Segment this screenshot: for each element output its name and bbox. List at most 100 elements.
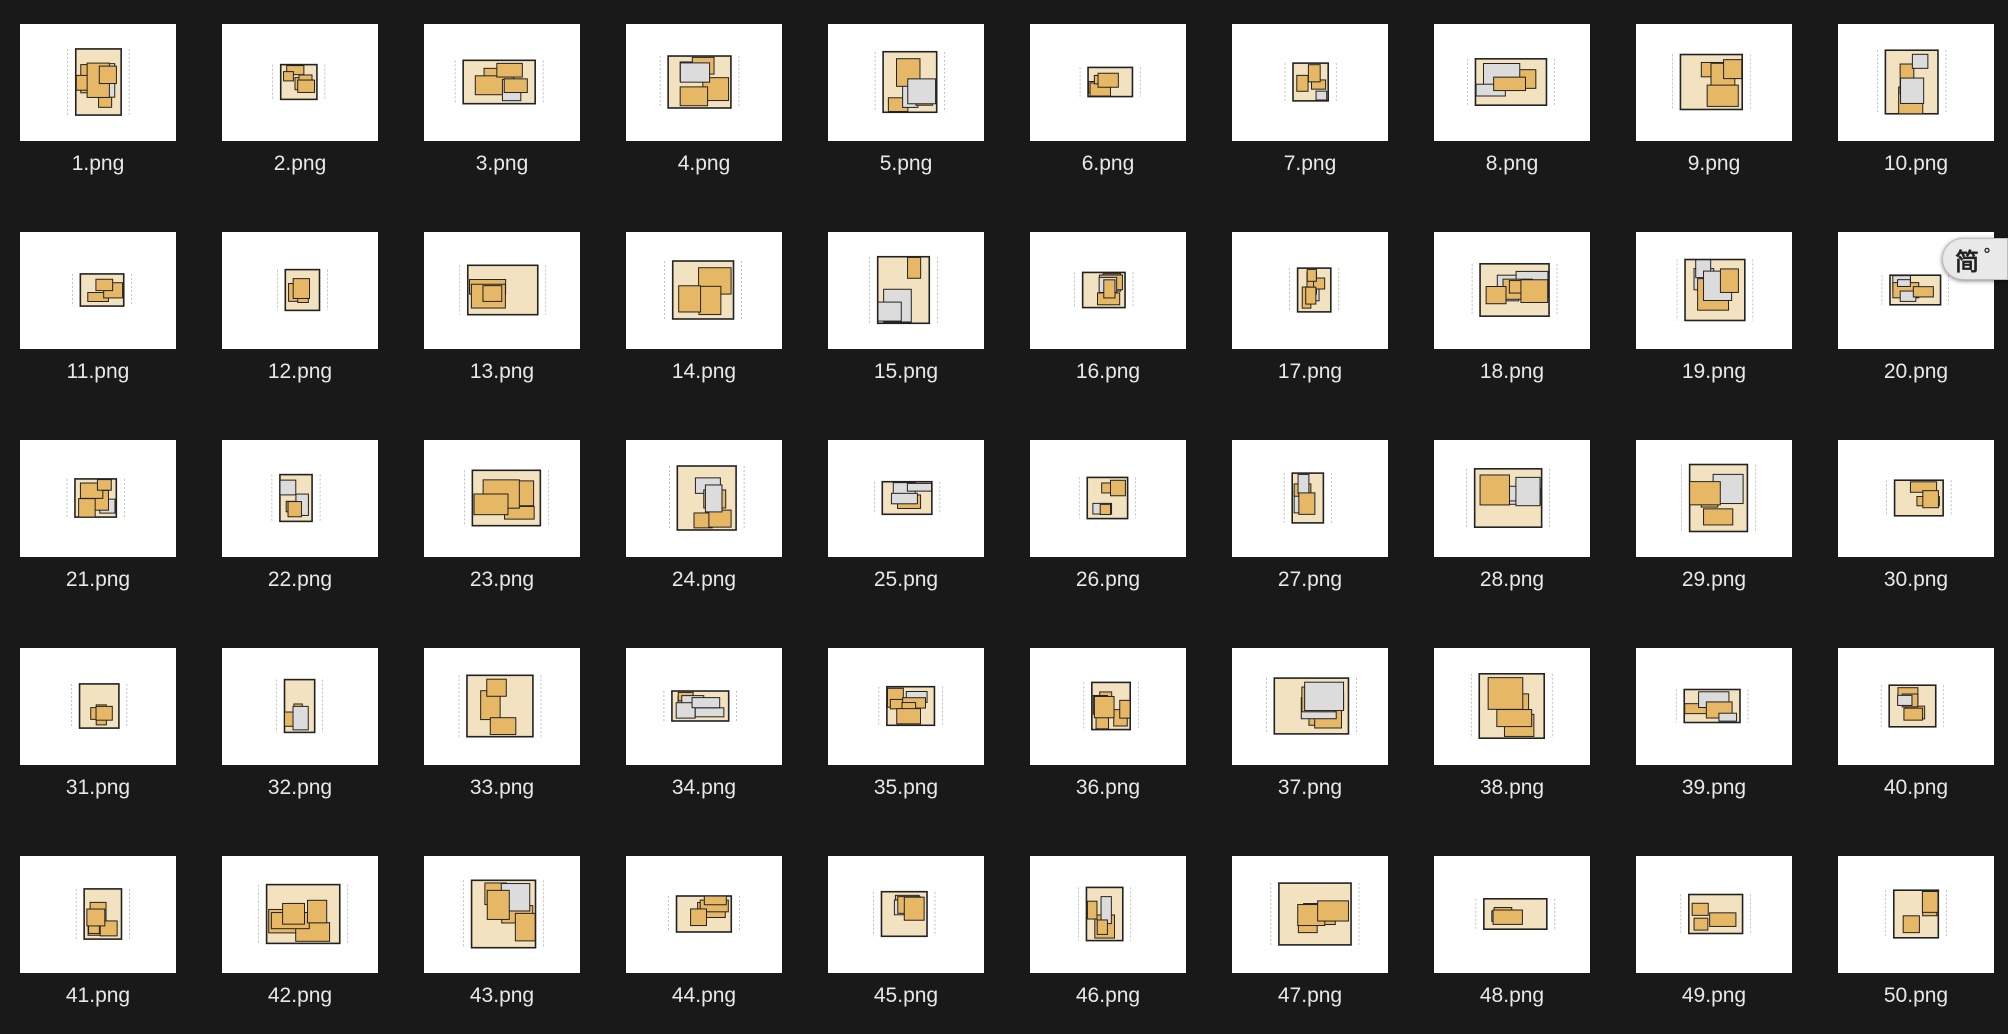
file-item[interactable]: 41.png <box>20 856 176 1014</box>
file-item[interactable]: 4.png <box>626 24 782 182</box>
file-item[interactable]: 27.png <box>1232 440 1388 598</box>
floor-plan-thumbnail-icon[interactable] <box>222 232 378 349</box>
floor-plan-thumbnail-icon[interactable] <box>828 24 984 141</box>
file-item[interactable]: 21.png <box>20 440 176 598</box>
file-item[interactable]: 6.png <box>1030 24 1186 182</box>
floor-plan-thumbnail-icon[interactable] <box>626 232 782 349</box>
file-item[interactable]: 39.png <box>1636 648 1792 806</box>
floor-plan-thumbnail-icon[interactable] <box>828 232 984 349</box>
file-item[interactable]: 47.png <box>1232 856 1388 1014</box>
floor-plan-thumbnail-icon[interactable] <box>1636 440 1792 557</box>
floor-plan-thumbnail-icon[interactable] <box>424 856 580 973</box>
file-item[interactable]: 50.png <box>1838 856 1994 1014</box>
floor-plan-thumbnail-icon[interactable] <box>222 648 378 765</box>
floor-plan-thumbnail-icon[interactable] <box>1434 24 1590 141</box>
file-item[interactable]: 13.png <box>424 232 580 390</box>
file-item[interactable]: 25.png <box>828 440 984 598</box>
file-item[interactable]: 18.png <box>1434 232 1590 390</box>
floor-plan-thumbnail-icon[interactable] <box>828 856 984 973</box>
file-item[interactable]: 11.png <box>20 232 176 390</box>
floor-plan-thumbnail-icon[interactable] <box>1838 440 1994 557</box>
floor-plan-thumbnail-icon[interactable] <box>222 24 378 141</box>
file-item[interactable]: 40.png <box>1838 648 1994 806</box>
file-item[interactable]: 35.png <box>828 648 984 806</box>
file-item[interactable]: 24.png <box>626 440 782 598</box>
file-item[interactable]: 48.png <box>1434 856 1590 1014</box>
file-item[interactable]: 1.png <box>20 24 176 182</box>
file-item[interactable]: 26.png <box>1030 440 1186 598</box>
floor-plan-thumbnail-icon[interactable] <box>1232 24 1388 141</box>
floor-plan-thumbnail-icon[interactable] <box>20 232 176 349</box>
floor-plan-thumbnail-icon[interactable] <box>424 232 580 349</box>
floor-plan-thumbnail-icon[interactable] <box>626 648 782 765</box>
file-item[interactable]: 36.png <box>1030 648 1186 806</box>
file-item[interactable]: 16.png <box>1030 232 1186 390</box>
file-item[interactable]: 45.png <box>828 856 984 1014</box>
file-item[interactable]: 29.png <box>1636 440 1792 598</box>
floor-plan-thumbnail-icon[interactable] <box>1838 648 1994 765</box>
floor-plan-thumbnail-icon[interactable] <box>828 440 984 557</box>
file-item[interactable]: 5.png <box>828 24 984 182</box>
file-item[interactable]: 23.png <box>424 440 580 598</box>
floor-plan-thumbnail-icon[interactable] <box>1434 440 1590 557</box>
file-name-label: 24.png <box>671 568 737 591</box>
floor-plan-thumbnail-icon[interactable] <box>1232 856 1388 973</box>
file-item[interactable]: 14.png <box>626 232 782 390</box>
floor-plan-thumbnail-icon[interactable] <box>20 24 176 141</box>
file-item[interactable]: 10.png <box>1838 24 1994 182</box>
file-item[interactable]: 34.png <box>626 648 782 806</box>
floor-plan-thumbnail-icon[interactable] <box>1030 856 1186 973</box>
floor-plan-thumbnail-icon[interactable] <box>626 856 782 973</box>
floor-plan-thumbnail-icon[interactable] <box>222 440 378 557</box>
floor-plan-thumbnail-icon[interactable] <box>1636 232 1792 349</box>
file-item[interactable]: 42.png <box>222 856 378 1014</box>
file-item[interactable]: 9.png <box>1636 24 1792 182</box>
floor-plan-thumbnail-icon[interactable] <box>1232 648 1388 765</box>
floor-plan-thumbnail-icon[interactable] <box>1838 24 1994 141</box>
file-item[interactable]: 31.png <box>20 648 176 806</box>
floor-plan-thumbnail-icon[interactable] <box>20 648 176 765</box>
file-item[interactable]: 38.png <box>1434 648 1590 806</box>
floor-plan-thumbnail-icon[interactable] <box>1434 856 1590 973</box>
floor-plan-thumbnail-icon[interactable] <box>828 648 984 765</box>
file-item[interactable]: 28.png <box>1434 440 1590 598</box>
floor-plan-thumbnail-icon[interactable] <box>626 24 782 141</box>
floor-plan-thumbnail-icon[interactable] <box>20 440 176 557</box>
file-item[interactable]: 17.png <box>1232 232 1388 390</box>
floor-plan-thumbnail-icon[interactable] <box>1636 856 1792 973</box>
file-item[interactable]: 12.png <box>222 232 378 390</box>
file-item[interactable]: 22.png <box>222 440 378 598</box>
file-item[interactable]: 3.png <box>424 24 580 182</box>
floor-plan-thumbnail-icon[interactable] <box>1636 24 1792 141</box>
file-item[interactable]: 44.png <box>626 856 782 1014</box>
floor-plan-thumbnail-icon[interactable] <box>1636 648 1792 765</box>
file-item[interactable]: 46.png <box>1030 856 1186 1014</box>
file-item[interactable]: 2.png <box>222 24 378 182</box>
file-item[interactable]: 15.png <box>828 232 984 390</box>
floor-plan-thumbnail-icon[interactable] <box>1030 24 1186 141</box>
ime-status-indicator[interactable]: 简 ° <box>1942 238 2008 280</box>
floor-plan-thumbnail-icon[interactable] <box>1838 856 1994 973</box>
file-item[interactable]: 33.png <box>424 648 580 806</box>
file-item[interactable]: 49.png <box>1636 856 1792 1014</box>
floor-plan-thumbnail-icon[interactable] <box>1030 232 1186 349</box>
floor-plan-thumbnail-icon[interactable] <box>20 856 176 973</box>
floor-plan-thumbnail-icon[interactable] <box>1434 232 1590 349</box>
floor-plan-thumbnail-icon[interactable] <box>222 856 378 973</box>
file-item[interactable]: 32.png <box>222 648 378 806</box>
floor-plan-thumbnail-icon[interactable] <box>424 648 580 765</box>
floor-plan-thumbnail-icon[interactable] <box>424 440 580 557</box>
file-item[interactable]: 8.png <box>1434 24 1590 182</box>
floor-plan-thumbnail-icon[interactable] <box>1434 648 1590 765</box>
floor-plan-thumbnail-icon[interactable] <box>626 440 782 557</box>
floor-plan-thumbnail-icon[interactable] <box>1030 648 1186 765</box>
floor-plan-thumbnail-icon[interactable] <box>1232 232 1388 349</box>
floor-plan-thumbnail-icon[interactable] <box>424 24 580 141</box>
file-item[interactable]: 19.png <box>1636 232 1792 390</box>
floor-plan-thumbnail-icon[interactable] <box>1232 440 1388 557</box>
file-item[interactable]: 43.png <box>424 856 580 1014</box>
floor-plan-thumbnail-icon[interactable] <box>1030 440 1186 557</box>
file-item[interactable]: 30.png <box>1838 440 1994 598</box>
file-item[interactable]: 37.png <box>1232 648 1388 806</box>
file-item[interactable]: 7.png <box>1232 24 1388 182</box>
